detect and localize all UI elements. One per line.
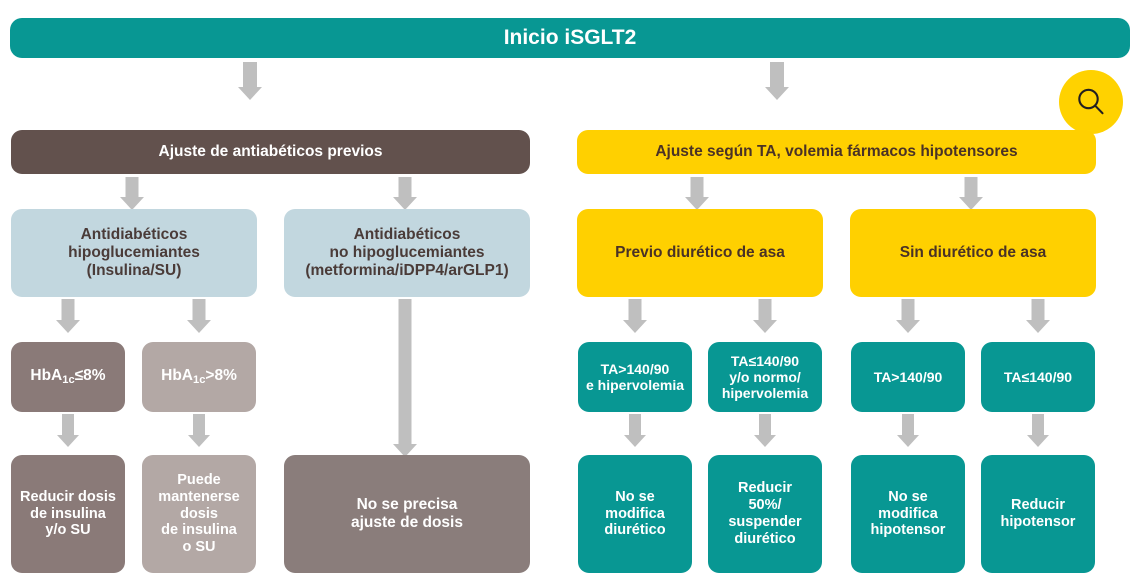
arrow-no-diuretic-to-ta-high xyxy=(895,299,921,333)
node-ta-low-normovolemia: TA≤140/90 y/o normo/ hipervolemia xyxy=(708,342,822,412)
node-outcome-keep-diuretic: No se modifica diurético xyxy=(578,455,692,573)
arrow-ta-low-normo-to-reduce-diuretic xyxy=(753,414,777,447)
arrow-non-hypoglycemic-to-no-adjustment xyxy=(392,299,418,457)
node-prior-loop-diuretic: Previo diurético de asa xyxy=(577,209,823,297)
node-outcome-reduce-hypotensive: Reducir hipotensor xyxy=(981,455,1095,573)
arrow-hba1c-low-to-reduce-dose xyxy=(56,414,80,447)
arrow-right-header-to-no-diuretic xyxy=(958,177,984,210)
node-ta-high: TA>140/90 xyxy=(851,342,965,412)
arrow-hypoglycemic-to-hba1c-low xyxy=(55,299,81,333)
node-no-loop-diuretic: Sin diurético de asa xyxy=(850,209,1096,297)
node-outcome-keep-hypotensive: No se modifica hipotensor xyxy=(851,455,965,573)
node-hba1c-high: HbA1c>8% xyxy=(142,342,256,412)
arrow-left-header-to-non-hypoglycemic xyxy=(392,177,418,210)
flowchart-title: Inicio iSGLT2 xyxy=(10,18,1130,58)
node-outcome-maintain-insulin: Puede mantenerse dosis de insulina o SU xyxy=(142,455,256,573)
arrow-right-header-to-prior-diuretic xyxy=(684,177,710,210)
search-icon xyxy=(1074,85,1108,119)
node-antidiabetics-hypoglycemic: Antidiabéticos hipoglucemiantes (Insulin… xyxy=(11,209,257,297)
hba1c-low-label: HbA1c≤8% xyxy=(30,366,106,387)
node-antidiabetics-non-hypoglycemic: Antidiabéticos no hipoglucemiantes (metf… xyxy=(284,209,530,297)
arrow-hba1c-high-to-maintain-dose xyxy=(187,414,211,447)
node-outcome-no-dose-adjustment: No se precisa ajuste de dosis xyxy=(284,455,530,573)
arrow-ta-high-to-keep-hypotensive xyxy=(896,414,920,447)
arrow-ta-low-to-reduce-hypotensive xyxy=(1026,414,1050,447)
arrow-ta-high-hyper-to-keep-diuretic xyxy=(623,414,647,447)
node-ta-low: TA≤140/90 xyxy=(981,342,1095,412)
node-hba1c-low: HbA1c≤8% xyxy=(11,342,125,412)
arrow-prior-diuretic-to-ta-high-hyper xyxy=(622,299,648,333)
node-ta-high-hypervolemia: TA>140/90 e hipervolemia xyxy=(578,342,692,412)
arrow-prior-diuretic-to-ta-low-normo xyxy=(752,299,778,333)
arrow-no-diuretic-to-ta-low xyxy=(1025,299,1051,333)
node-outcome-reduce-insulin: Reducir dosis de insulina y/o SU xyxy=(11,455,125,573)
right-branch-header: Ajuste según TA, volemia fármacos hipote… xyxy=(577,130,1096,174)
arrow-title-to-left-branch xyxy=(236,62,264,100)
hba1c-high-label: HbA1c>8% xyxy=(161,366,237,387)
arrow-title-to-right-branch xyxy=(763,62,791,100)
search-badge[interactable] xyxy=(1059,70,1123,134)
arrow-left-header-to-hypoglycemic xyxy=(119,177,145,210)
node-outcome-reduce-diuretic: Reducir 50%/ suspender diurético xyxy=(708,455,822,573)
left-branch-header: Ajuste de antiabéticos previos xyxy=(11,130,530,174)
arrow-hypoglycemic-to-hba1c-high xyxy=(186,299,212,333)
